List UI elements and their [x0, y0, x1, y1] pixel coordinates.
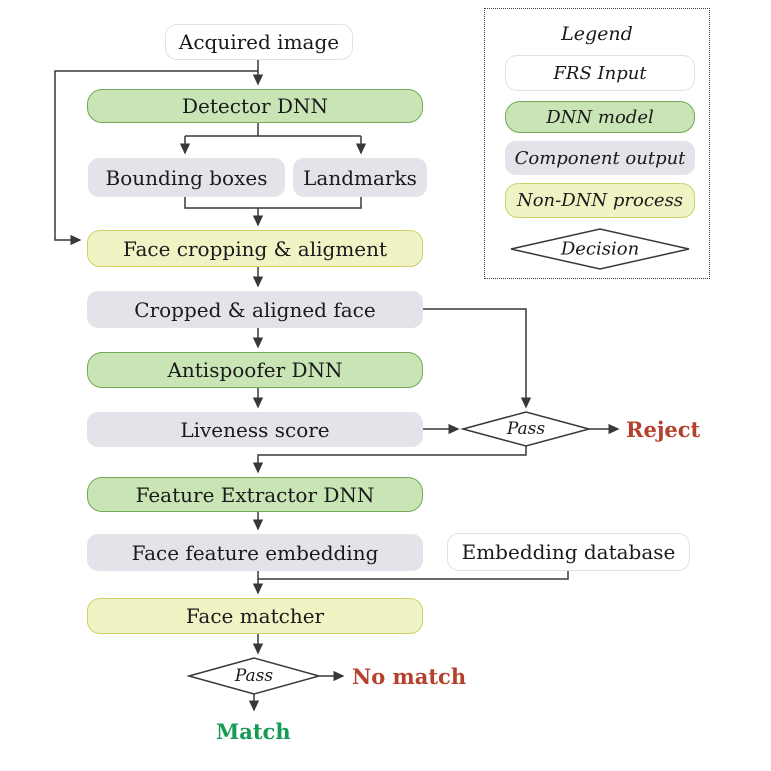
node-face-matcher: Face matcher: [87, 598, 423, 634]
legend-decision-label: Decision: [560, 238, 640, 260]
node-cropped-aligned-face: Cropped & aligned face: [87, 291, 423, 328]
no-match-label: No match: [352, 664, 467, 689]
legend-decision-diamond: [510, 228, 690, 270]
decision-match-label: Pass: [234, 666, 274, 686]
node-detector-dnn: Detector DNN: [87, 89, 423, 123]
decision-diamond-liveness: [460, 411, 592, 447]
edge-database-join: [258, 571, 569, 580]
legend-item-decision: Decision: [507, 226, 693, 272]
decision-liveness-label: Pass: [506, 419, 546, 439]
node-face-cropping: Face cropping & aligment: [87, 230, 423, 267]
reject-label: Reject: [626, 417, 701, 442]
legend-item-dnn-model: DNN model: [505, 101, 695, 133]
node-feature-extractor-dnn: Feature Extractor DNN: [87, 477, 423, 512]
legend-panel: Legend FRS Input DNN model Component out…: [484, 8, 710, 279]
match-label: Match: [216, 719, 291, 744]
node-acquired-image: Acquired image: [165, 24, 353, 60]
legend-item-non-dnn-process: Non-DNN process: [505, 183, 695, 218]
connectors-group: [54, 60, 620, 712]
legend-item-component-output: Component output: [505, 141, 695, 175]
node-embedding-database: Embedding database: [447, 533, 690, 571]
node-face-feature-embedding: Face feature embedding: [87, 534, 423, 571]
edge-feedback-cropping: [54, 70, 258, 246]
edge-decision1-extractor: [252, 446, 527, 474]
node-landmarks: Landmarks: [293, 158, 427, 197]
legend-title: Legend: [561, 23, 633, 45]
node-bounding-boxes: Bounding boxes: [88, 158, 285, 197]
decision-diamond-match: [186, 657, 322, 695]
legend-item-frs-input: FRS Input: [505, 55, 695, 91]
node-antispoofer-dnn: Antispoofer DNN: [87, 352, 423, 388]
node-liveness-score: Liveness score: [87, 412, 423, 447]
edge-cropped-decision1: [423, 308, 532, 409]
edge-merge-horizontal: [184, 197, 362, 209]
